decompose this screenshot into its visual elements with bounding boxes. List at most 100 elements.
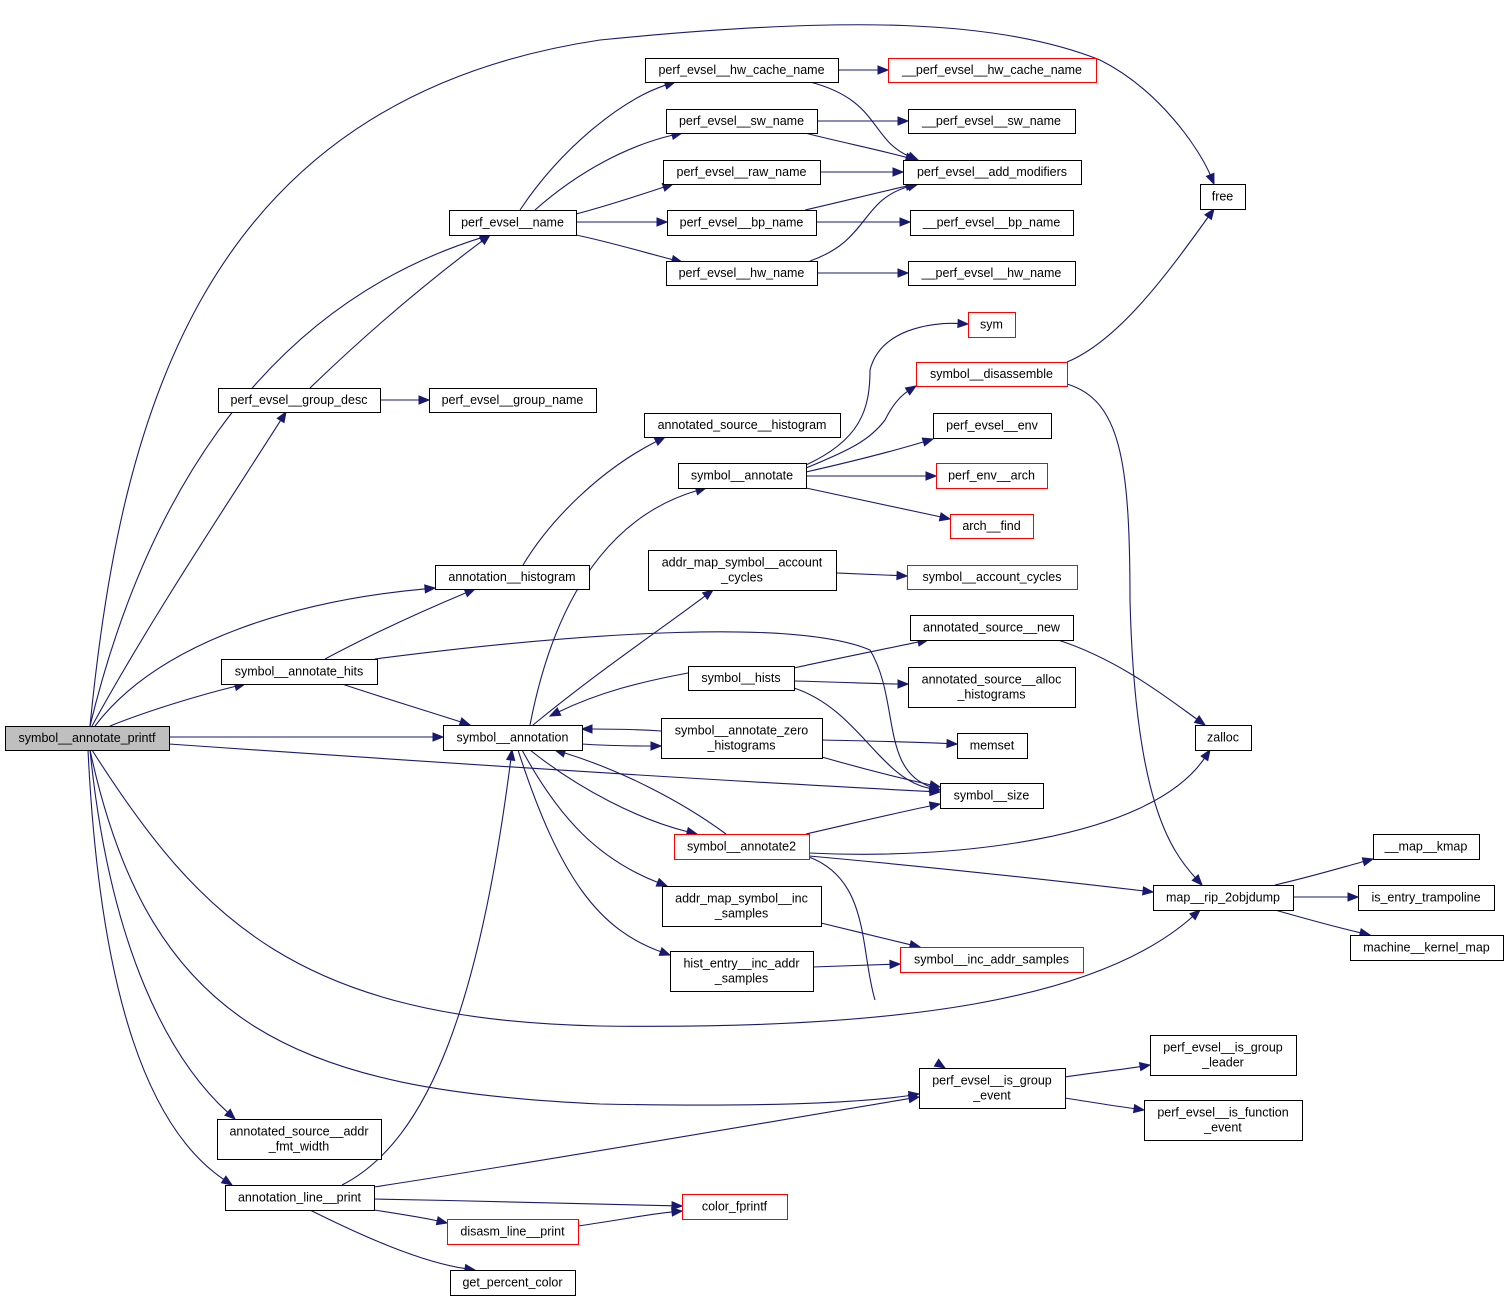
function-node[interactable]: annotated_source__addr_fmt_width: [217, 1119, 382, 1160]
function-node[interactable]: perf_evsel__add_modifiers: [903, 160, 1082, 185]
node-box: [1144, 1100, 1303, 1141]
edge-line: [793, 687, 932, 790]
edge-line: [808, 757, 1206, 855]
arrow-head-icon: [418, 395, 431, 405]
node-label: memset: [970, 739, 1015, 753]
arrow-head-icon: [938, 512, 952, 522]
function-node[interactable]: __perf_evsel__sw_name: [908, 109, 1076, 134]
function-node[interactable]: get_percent_color: [450, 1270, 576, 1296]
node-box: [661, 718, 823, 759]
function-node[interactable]: __perf_evsel__bp_name: [910, 210, 1074, 236]
function-node[interactable]: symbol__hists: [688, 666, 795, 691]
call-edge: [341, 683, 472, 727]
function-node[interactable]: symbol__size: [940, 783, 1044, 809]
function-node[interactable]: symbol__disassemble: [916, 362, 1068, 387]
function-node[interactable]: perf_evsel__group_name: [429, 388, 597, 413]
node-box: [940, 783, 1044, 809]
function-node[interactable]: perf_evsel__group_desc: [218, 388, 381, 413]
node-label: get_percent_color: [462, 1276, 562, 1290]
edge-line: [534, 134, 674, 211]
edge-line: [1274, 860, 1365, 886]
function-node[interactable]: is_entry_trampoline: [1358, 885, 1495, 911]
function-node[interactable]: symbol__annotate_zero_histograms: [661, 718, 823, 759]
edge-line: [581, 743, 653, 747]
function-node[interactable]: arch__find: [950, 514, 1034, 539]
call-edge: [373, 1198, 684, 1211]
call-edge: [805, 437, 935, 473]
call-edge: [169, 732, 445, 742]
node-label: symbol__annotate_zero: [675, 724, 808, 738]
function-node[interactable]: perf_evsel__is_group_event: [919, 1068, 1066, 1109]
function-node[interactable]: symbol__annotate_hits: [221, 659, 378, 685]
call-edge: [793, 679, 910, 689]
function-node[interactable]: machine__kernel_map: [1350, 935, 1504, 961]
node-label: annotated_source__histogram: [658, 418, 827, 432]
function-node[interactable]: perf_evsel__name: [449, 210, 577, 236]
node-label: perf_env__arch: [948, 469, 1035, 483]
function-node[interactable]: map__rip_2objdump: [1153, 885, 1294, 911]
function-node[interactable]: annotation_line__print: [225, 1185, 375, 1211]
node-label: color_fprintf: [702, 1200, 768, 1214]
function-node[interactable]: perf_evsel__hw_cache_name: [645, 58, 839, 83]
arrow-head-icon: [1191, 874, 1203, 886]
root-function-node[interactable]: symbol__annotate_printf: [5, 726, 170, 751]
node-label: perf_evsel__is_function: [1157, 1106, 1288, 1120]
function-node[interactable]: annotated_source__histogram: [644, 413, 841, 438]
function-node[interactable]: perf_evsel__hw_name: [666, 261, 818, 286]
function-node[interactable]: memset: [957, 733, 1028, 759]
call-edge: [817, 268, 910, 278]
node-box: [900, 947, 1084, 973]
call-edge: [805, 487, 952, 522]
function-node[interactable]: symbol__account_cycles: [907, 565, 1078, 590]
edge-line: [577, 1211, 674, 1227]
function-node[interactable]: perf_evsel__sw_name: [666, 109, 818, 134]
node-label: symbol__inc_addr_samples: [914, 953, 1069, 967]
node-label: zalloc: [1207, 731, 1239, 745]
edge-line: [517, 749, 662, 953]
function-node[interactable]: perf_evsel__env: [933, 413, 1052, 439]
function-node[interactable]: free: [1200, 184, 1246, 210]
edge-line: [805, 322, 960, 466]
function-node[interactable]: hist_entry__inc_addr_samples: [670, 951, 814, 992]
function-node[interactable]: sym: [968, 312, 1016, 338]
call-edge: [94, 584, 437, 727]
call-edge: [380, 395, 431, 405]
function-node[interactable]: __perf_evsel__hw_name: [908, 261, 1076, 286]
node-box: [449, 210, 577, 236]
node-label: hist_entry__inc_addr: [683, 957, 799, 971]
function-node[interactable]: perf_evsel__bp_name: [667, 210, 817, 236]
function-node[interactable]: symbol__annotate: [678, 463, 807, 489]
function-node[interactable]: symbol__annotate2: [674, 834, 810, 860]
node-box: [667, 210, 817, 236]
function-node[interactable]: addr_map_symbol__inc_samples: [662, 886, 822, 927]
function-node[interactable]: perf_evsel__is_group_leader: [1150, 1035, 1297, 1076]
node-box: [429, 388, 597, 413]
function-node[interactable]: annotated_source__alloc_histograms: [908, 667, 1076, 708]
call-edge: [341, 748, 516, 1186]
call-edge: [1066, 207, 1215, 363]
function-node[interactable]: annotated_source__new: [910, 615, 1074, 641]
function-node[interactable]: perf_env__arch: [936, 463, 1048, 489]
function-node[interactable]: color_fprintf: [682, 1194, 788, 1220]
edge-line: [820, 922, 912, 946]
edge-line: [805, 390, 909, 469]
node-box: [888, 58, 1097, 83]
node-label: symbol__account_cycles: [923, 570, 1062, 584]
function-node[interactable]: disasm_line__print: [447, 1219, 579, 1245]
call-edge: [1066, 383, 1203, 886]
edge-line: [91, 419, 282, 727]
function-node[interactable]: addr_map_symbol__account_cycles: [648, 550, 837, 591]
function-node[interactable]: perf_evsel__raw_name: [663, 160, 821, 185]
call-edge: [373, 1209, 449, 1226]
edge-line: [89, 24, 1212, 727]
function-node[interactable]: perf_evsel__is_function_event: [1144, 1100, 1303, 1141]
node-box: [221, 659, 378, 685]
function-node[interactable]: annotation__histogram: [435, 565, 590, 590]
function-node[interactable]: __map__kmap: [1373, 834, 1480, 860]
function-node[interactable]: symbol__inc_addr_samples: [900, 947, 1084, 973]
function-node[interactable]: zalloc: [1195, 725, 1252, 751]
node-box: [1350, 935, 1504, 961]
function-node[interactable]: __perf_evsel__hw_cache_name: [888, 58, 1097, 83]
call-edge: [532, 589, 715, 726]
function-node[interactable]: symbol__annotation: [443, 725, 583, 751]
